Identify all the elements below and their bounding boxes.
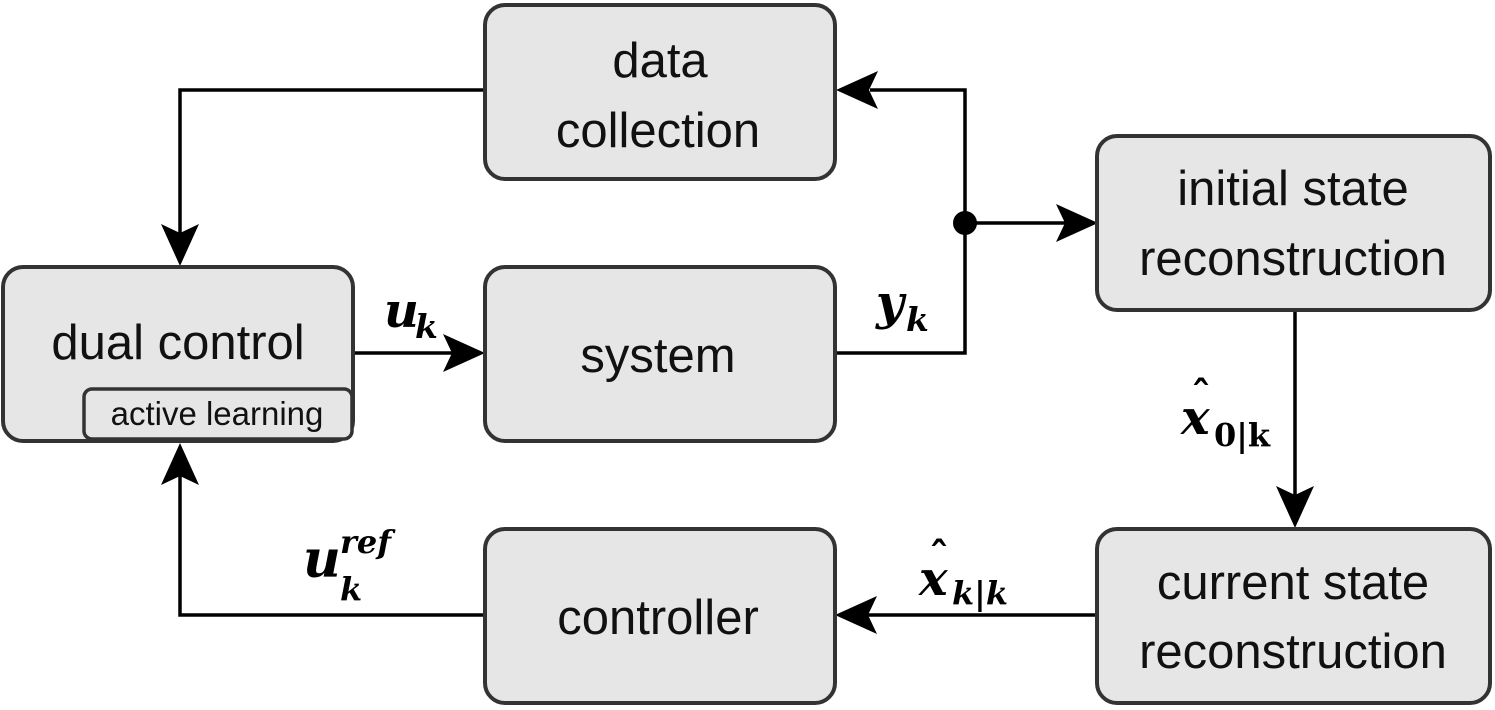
uref-base: u: [303, 529, 341, 590]
arrow-to-data-collection-head: [836, 71, 878, 109]
xk-subscript: k|k: [952, 574, 1008, 612]
controller-label: controller: [557, 591, 759, 645]
dual-control-block: dual control active learning: [1, 265, 355, 443]
dual-control-label: dual control: [51, 316, 304, 370]
current-state-label-line2: reconstruction: [1139, 625, 1447, 679]
connections: [161, 71, 1314, 634]
x0-subscript: 0|k: [1214, 416, 1271, 454]
data-collection-label-line2: collection: [556, 104, 760, 158]
arrow-x0-head: [1276, 486, 1314, 528]
u-base: u: [384, 283, 419, 339]
system-label: system: [580, 329, 735, 383]
signal-uref-label: u ref k: [303, 523, 396, 608]
y-subscript: k: [906, 300, 929, 339]
arrow-uref-head: [161, 443, 199, 485]
wire-uref: [178, 476, 485, 617]
arrow-u-head: [443, 334, 485, 372]
uref-superscript: ref: [340, 523, 396, 561]
current-state-reconstruction-block: current state reconstruction: [1095, 527, 1492, 705]
active-learning-label: active learning: [111, 395, 324, 432]
current-state-label-line1: current state: [1157, 556, 1429, 610]
controller-block: controller: [483, 527, 837, 705]
xk-hat: ˆ: [929, 534, 949, 581]
data-collection-label-line1: data: [612, 34, 708, 88]
y-base: y: [875, 275, 907, 331]
signal-x0-label: ˆ x 0|k: [1180, 373, 1271, 454]
u-subscript: k: [415, 307, 438, 346]
initial-state-label-line2: reconstruction: [1139, 232, 1447, 286]
arrow-xk-head: [835, 596, 877, 634]
arrow-to-initial-state-head: [1056, 204, 1098, 242]
initial-state-reconstruction-block: initial state reconstruction: [1095, 134, 1492, 312]
wire-data-collection-to-dual: [178, 88, 485, 234]
data-collection-block: data collection: [483, 3, 837, 181]
system-block: system: [483, 265, 837, 443]
x0-base: x: [1180, 390, 1211, 446]
active-learning-subblock: active learning: [82, 387, 354, 441]
signal-y-label: y k: [875, 275, 929, 339]
x0-hat: ˆ: [1191, 373, 1211, 420]
signal-xk-label: ˆ x k|k: [918, 534, 1008, 612]
signal-u-label: u k: [384, 283, 438, 346]
arrow-to-dual-control-head: [161, 224, 199, 266]
xk-base: x: [918, 551, 949, 607]
uref-subscript: k: [340, 570, 362, 608]
initial-state-label-line1: initial state: [1177, 162, 1409, 216]
